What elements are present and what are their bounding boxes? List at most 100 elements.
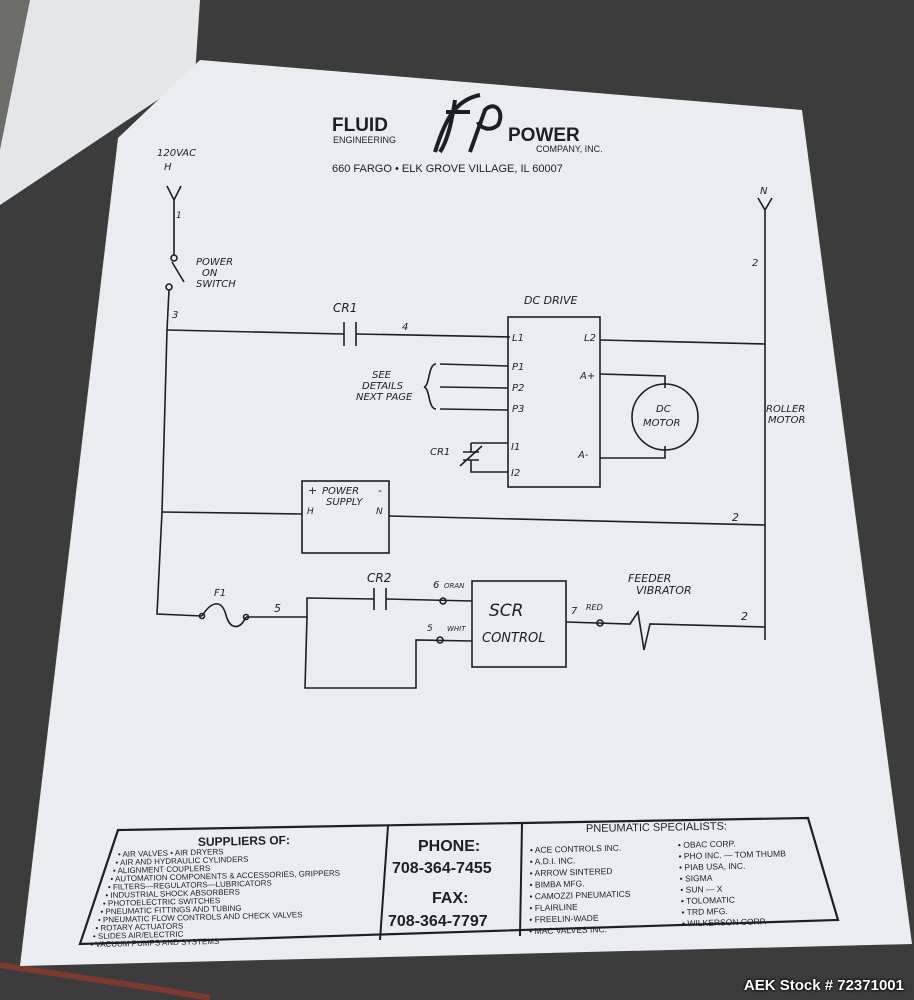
supplier-item: • FILTERS—REGULATORS—LUBRICATORS (108, 879, 272, 892)
specialist-item: • ARROW SINTERED (530, 866, 613, 878)
footer-box (78, 816, 840, 946)
switch-label-3: SWITCH (196, 279, 236, 290)
term-aplus: A+ (579, 371, 595, 382)
orange-label: ORAN (444, 582, 465, 590)
see-details-2: DETAILS (362, 381, 404, 392)
ps-n: N (376, 507, 383, 517)
ps-plus: + (308, 484, 317, 497)
fuse-f1 (201, 603, 247, 628)
fuse-label: F1 (214, 588, 226, 599)
term-l2: L2 (584, 333, 596, 344)
paper-sheet (20, 60, 912, 966)
see-brace (423, 363, 437, 410)
cr1-lower-contact (459, 442, 508, 473)
wire-1-label: 1 (176, 211, 182, 221)
wire-2-scr: 2 (741, 610, 748, 623)
plug-h (166, 185, 182, 232)
label-n: N (760, 186, 768, 197)
wire-3-label: 3 (172, 310, 178, 321)
dc-drive-title: DC DRIVE (524, 294, 578, 307)
wire-2-top: 2 (752, 258, 758, 269)
specialists-left: • ACE CONTROLS INC.• A.D.I. INC.• ARROW … (529, 843, 631, 937)
l2-to-n (599, 339, 766, 345)
supplier-item: • ROTARY ACTUATORS (95, 922, 183, 933)
logo-company: COMPANY, INC. (536, 144, 603, 154)
specialist-item: • FLAIRLINE (529, 902, 578, 913)
wire-5-loop (304, 616, 473, 689)
supplier-item: • SLIDES AIR/ELECTRIC (93, 930, 184, 941)
roller-motor-2: MOTOR (768, 415, 805, 426)
power-switch (166, 232, 185, 331)
dc-motor (631, 383, 699, 451)
supplier-item: • AIR VALVES • AIR DRYERS (118, 847, 224, 859)
term-p3: P3 (512, 404, 524, 415)
specialist-item: • PHO INC. — TOM THUMB (678, 848, 786, 861)
specialists-right: • OBAC CORP.• PHO INC. — TOM THUMB• PIAB… (678, 838, 787, 928)
term-l1: L1 (512, 333, 524, 344)
feeder-run (565, 609, 766, 651)
specialist-item: • MAC VALVES INC. (529, 924, 607, 936)
specialist-item: • SIGMA (680, 873, 713, 884)
specialist-item: • FREELIN-WADE (529, 913, 599, 925)
p-leads (439, 363, 509, 411)
see-details-1: SEE (372, 370, 392, 381)
left-rail (156, 329, 203, 617)
document: FLUID ENGINEERING POWER COMPANY, INC. 66… (78, 93, 840, 946)
label-120vac: 120VAC (157, 148, 196, 159)
rung-power-supply (161, 511, 766, 526)
logo-engineering: ENGINEERING (333, 135, 396, 145)
footer-divider-1 (379, 825, 389, 941)
motor-label-2: MOTOR (643, 418, 680, 429)
wire-7-label: 7 (571, 606, 578, 617)
see-details-3: NEXT PAGE (356, 392, 413, 403)
wire-6-label: 6 (433, 580, 439, 591)
term-aminus: A- (577, 450, 589, 461)
wire-4-label: 4 (402, 322, 408, 333)
background-sheet (0, 0, 200, 205)
cr1-contact (343, 322, 357, 346)
footer-divider-2 (519, 823, 523, 937)
specialist-item: • TOLOMATIC (681, 895, 735, 906)
wire-5-label: 5 (274, 602, 281, 615)
logo-fluid: FLUID (332, 115, 388, 136)
dc-drive-box (507, 316, 601, 488)
phone-label: PHONE: (418, 838, 480, 855)
white-label: WHIT (447, 625, 466, 633)
feeder-label-1: FEEDER (628, 572, 671, 585)
switch-label-2: ON (202, 268, 218, 279)
suppliers-title: SUPPLIERS OF: (198, 833, 290, 849)
wire-5-run (246, 597, 473, 618)
scr-label-2: CONTROL (482, 631, 545, 646)
motor-label-1: DC (656, 404, 671, 415)
fax-number: 708-364-7797 (388, 913, 488, 930)
specialist-item: • CAMOZZI PNEUMATICS (529, 889, 631, 902)
phone-number: 708-364-7455 (392, 860, 492, 877)
wire-5-label-2: 5 (427, 624, 433, 634)
feeder-label-2: VIBRATOR (636, 584, 692, 597)
supplier-item: • AIR AND HYDRAULIC CYLINDERS (115, 855, 248, 867)
specialist-item: • PIAB USA, INC. (679, 861, 746, 873)
specialist-item: • SUN — X (680, 884, 723, 895)
specialist-item: • BIMBA MFG. (529, 878, 584, 889)
specialist-item: • A.D.I. INC. (530, 855, 576, 866)
logo-power: POWER (508, 125, 580, 146)
scr-label-1: SCR (489, 601, 523, 621)
logo-fp-mark (433, 93, 503, 154)
ps-label-1: POWER (322, 486, 359, 497)
specialist-item: • WILKERSON CORP. (682, 916, 767, 928)
rung-1 (166, 329, 511, 338)
term-i2: I2 (511, 468, 520, 479)
red-wire (0, 962, 211, 1000)
roller-motor-1: ROLLER (766, 404, 805, 415)
term-p2: P2 (512, 383, 524, 394)
term-p1: P1 (512, 362, 524, 373)
cr1-lower-label: CR1 (430, 447, 450, 458)
fax-label: FAX: (432, 890, 468, 907)
supplier-item: • INDUSTRIAL SHOCK ABSORBERS (105, 887, 240, 900)
plug-n (757, 197, 773, 640)
cr2-label: CR2 (367, 571, 391, 585)
watermark: AEK Stock # 72371001 (743, 977, 904, 994)
supplier-item: • ALIGNMENT COUPLERS (113, 864, 211, 876)
term-i1: I1 (511, 442, 520, 453)
